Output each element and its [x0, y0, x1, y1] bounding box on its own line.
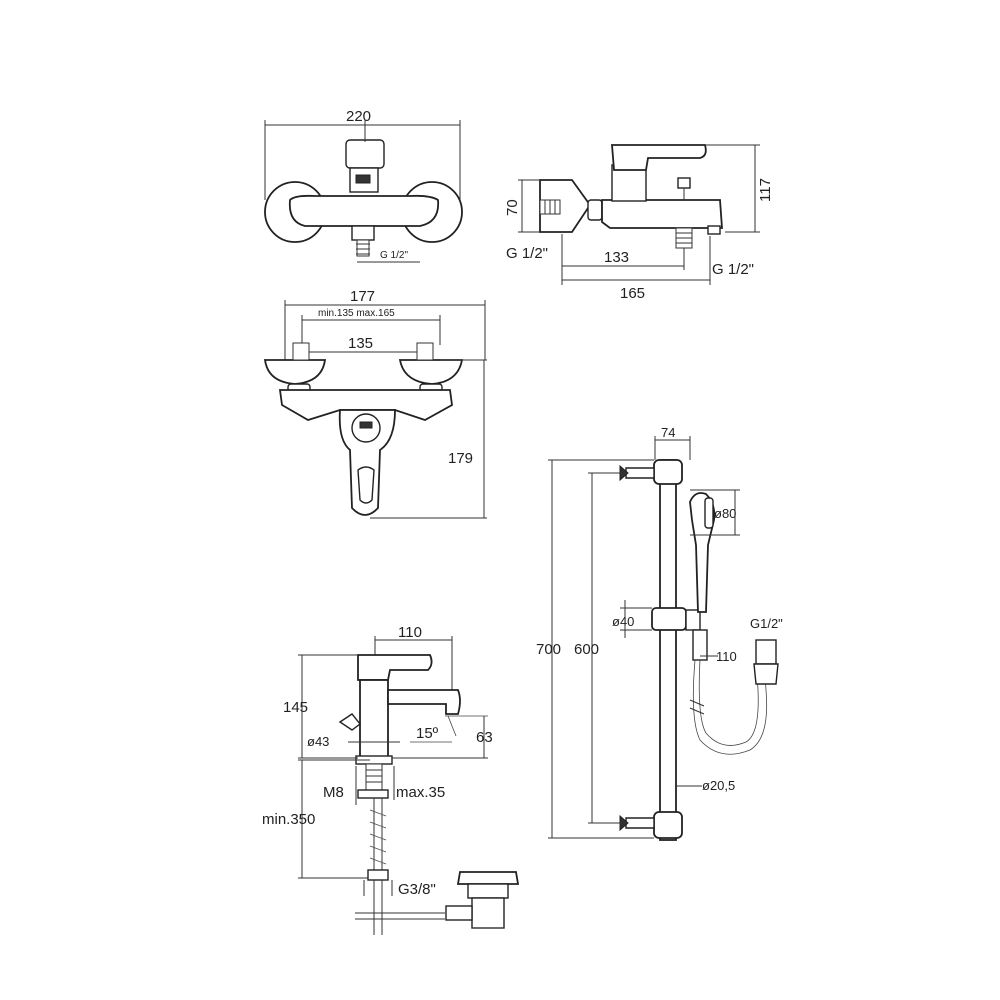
basin-mixer-view: 110 145 ø43 15º 63 M8 — [262, 624, 520, 935]
spout-height-63-label: 63 — [476, 729, 493, 746]
centers-135-label: 135 — [348, 335, 373, 352]
head-diameter-80-label: ø80 — [714, 506, 736, 521]
spout-133-label: 133 — [604, 249, 629, 266]
bath-mixer-side-view: 70 117 G 1/2" 133 165 G 1/2" — [504, 144, 774, 302]
angle-15-label: 15º — [416, 725, 439, 742]
height-70-label: 70 — [504, 199, 521, 216]
m8-thread-label: M8 — [323, 784, 344, 801]
bar-length-700-label: 700 — [536, 641, 561, 658]
bath-mixer-front-view: 220 G 1/2" — [264, 108, 463, 263]
outlet-thread-label: G 1/2" — [712, 261, 754, 278]
min-350-label: min.350 — [262, 811, 315, 828]
bar-diameter-20-5-label: ø20,5 — [702, 778, 735, 793]
max-35-label: max.35 — [396, 784, 445, 801]
height-117-label: 117 — [757, 178, 774, 202]
width-110-label: 110 — [398, 624, 422, 641]
thread-g-half-label: G 1/2" — [380, 250, 408, 261]
hose-g-three-eighths-label: G3/8" — [398, 881, 436, 898]
height-145-label: 145 — [283, 699, 308, 716]
width-177-label: 177 — [350, 288, 375, 305]
inlet-thread-label: G 1/2" — [506, 245, 548, 262]
depth-165-label: 165 — [620, 285, 645, 302]
diameter-43-label: ø43 — [307, 734, 329, 749]
slider-diameter-40-label: ø40 — [612, 614, 634, 629]
width-220-label: 220 — [346, 108, 371, 125]
top-74-label: 74 — [661, 425, 675, 440]
depth-179-label: 179 — [448, 450, 473, 467]
bath-mixer-top-view: 177 min.135 max.165 135 179 — [263, 288, 487, 519]
hose-g-half-label: G1/2" — [750, 616, 783, 631]
hose-110-label: 110 — [716, 649, 737, 664]
centers-600-label: 600 — [574, 641, 599, 658]
shower-rail-view: 74 G1/2" ø80 ø40 — [536, 425, 783, 841]
range-min-max-label: min.135 max.165 — [318, 308, 395, 319]
